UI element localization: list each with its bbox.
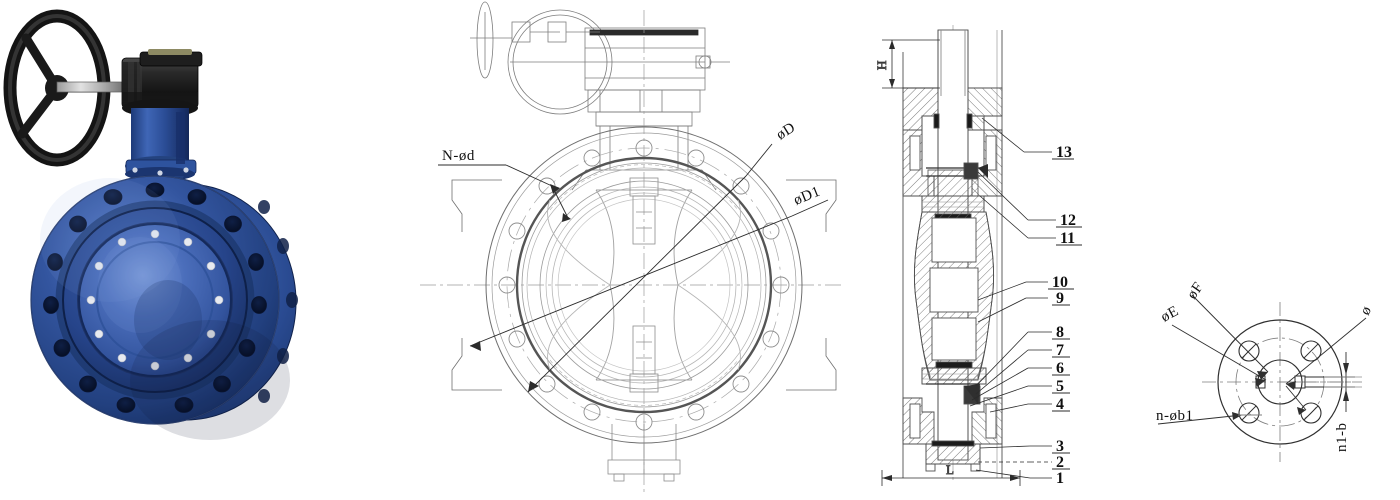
callout-2: 2 — [1056, 454, 1064, 471]
label-od: øD — [774, 120, 799, 144]
label-H: H — [874, 61, 889, 70]
disc-assembly — [77, 222, 233, 378]
callout-11: 11 — [1060, 230, 1075, 247]
callout-9: 9 — [1056, 290, 1064, 307]
centerlines — [420, 10, 842, 492]
bottom-stub — [607, 424, 681, 482]
callout-7: 7 — [1056, 342, 1064, 359]
dim-H — [882, 39, 940, 89]
detail-leaders — [1157, 294, 1367, 425]
flange-outline — [485, 126, 803, 444]
flange-detail-panel: øF øE ø n-øb1 n1-b — [1150, 0, 1400, 500]
callout-leaders — [969, 117, 1056, 479]
section-view-svg: H L — [874, 25, 1082, 487]
callout-8: 8 — [1056, 324, 1064, 341]
label-of: øF — [1184, 279, 1207, 302]
label-oe: øE — [1158, 303, 1181, 325]
label-L: L — [946, 462, 954, 477]
callout-1: 1 — [1056, 470, 1064, 487]
callout-13: 13 — [1056, 144, 1072, 161]
label-o: ø — [1357, 303, 1375, 318]
gear-input-shaft — [56, 81, 126, 93]
section-view-panel: H L — [860, 0, 1160, 500]
dim-L — [881, 470, 1021, 486]
gear-operator-outline — [470, 1, 730, 191]
callout-5: 5 — [1056, 378, 1064, 395]
label-od1: øD1 — [792, 184, 823, 209]
dimension-leaders — [438, 143, 829, 393]
callout-10: 10 — [1052, 274, 1068, 291]
flange-detail-svg: øF øE ø n-øb1 n1-b — [1156, 279, 1375, 462]
label-n-ob1: n-øb1 — [1156, 408, 1194, 424]
seat-ring-bolts — [86, 229, 224, 371]
front-view-panel: N-ød øD øD1 — [400, 0, 850, 500]
product-photo-panel — [0, 0, 350, 500]
dim-n1b — [1324, 352, 1362, 412]
gear-operator — [121, 49, 203, 117]
callout-3: 3 — [1056, 438, 1064, 455]
callout-6: 6 — [1056, 360, 1064, 377]
label-n-od: N-ød — [442, 148, 475, 164]
label-n1-b: n1-b — [1334, 423, 1350, 453]
callout-4: 4 — [1056, 396, 1064, 413]
callout-12: 12 — [1060, 212, 1076, 229]
stem-hub — [629, 177, 659, 393]
front-view-svg: N-ød øD øD1 — [420, 1, 842, 492]
lug-pads — [451, 179, 837, 391]
flange-bolt-holes — [43, 182, 298, 413]
product-photo-svg — [3, 9, 298, 440]
